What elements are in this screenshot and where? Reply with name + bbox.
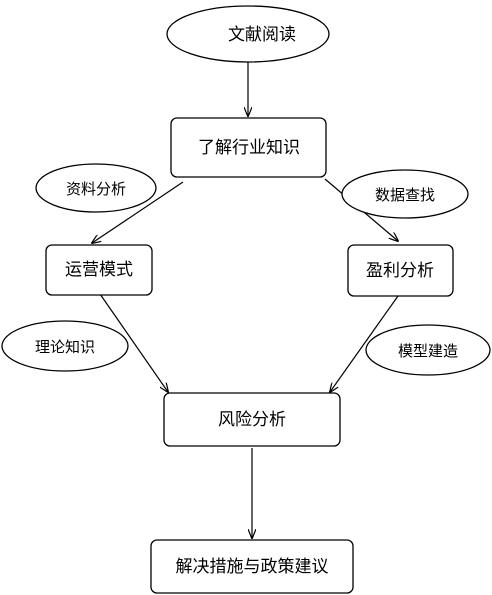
node-industry-knowledge-label: 了解行业知识 — [198, 138, 300, 158]
node-profit-analysis: 盈利分析 — [347, 244, 454, 297]
node-model-building: 模型建造 — [365, 324, 491, 376]
node-profit-analysis-label: 盈利分析 — [366, 261, 434, 281]
node-data-search: 数据查找 — [341, 169, 469, 219]
node-industry-knowledge: 了解行业知识 — [170, 117, 327, 178]
node-theory-knowledge: 理论知识 — [1, 320, 129, 372]
node-operation-mode-label: 运营模式 — [65, 260, 133, 280]
arrow-operation-to-risk — [99, 293, 168, 392]
node-data-analysis-label: 资料分析 — [66, 180, 126, 198]
node-solutions-policy-label: 解决措施与政策建议 — [176, 557, 329, 577]
node-data-search-label: 数据查找 — [375, 186, 435, 204]
node-risk-analysis: 风险分析 — [163, 392, 341, 447]
node-literature-reading-label: 文献阅读 — [228, 25, 296, 45]
arrow-industry-to-operation — [92, 181, 184, 243]
node-literature-reading: 文献阅读 — [166, 5, 330, 63]
arrow-profit-to-risk — [330, 295, 399, 392]
node-operation-mode: 运营模式 — [45, 244, 153, 296]
node-solutions-policy: 解决措施与政策建议 — [150, 539, 354, 594]
node-theory-knowledge-label: 理论知识 — [35, 338, 95, 356]
node-model-building-label: 模型建造 — [398, 342, 458, 360]
node-risk-analysis-label: 风险分析 — [218, 410, 286, 430]
node-data-analysis: 资料分析 — [35, 163, 157, 213]
